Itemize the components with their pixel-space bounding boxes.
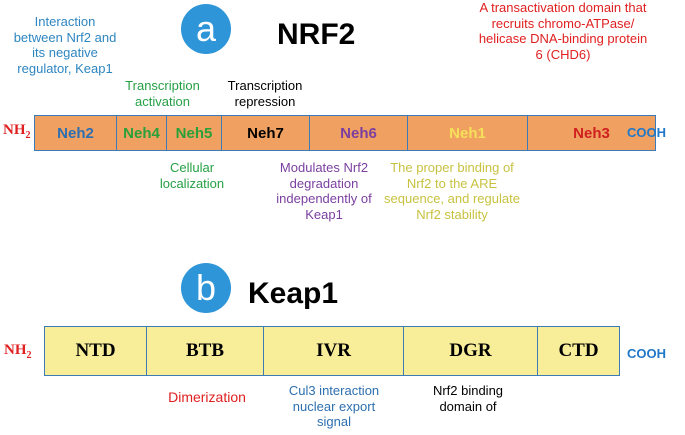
domain-ctd: CTD bbox=[538, 326, 620, 376]
ann-transactivation: A transactivation domain that recruits c… bbox=[478, 0, 648, 62]
ann-cul3: Cul3 interaction nuclear export signal bbox=[288, 383, 380, 429]
panel-b-letter: b bbox=[195, 267, 217, 308]
domain-ntd: NTD bbox=[44, 326, 147, 376]
ann-nrf2-binding: Nrf2 binding domain of bbox=[432, 383, 504, 414]
nrf2-title: NRF2 bbox=[277, 18, 356, 51]
domain-neh7: Neh7 bbox=[222, 115, 310, 151]
domain-btb: BTB bbox=[147, 326, 264, 376]
keap1-nh2-label: NH2 bbox=[4, 342, 32, 361]
domain-neh5: Neh5 bbox=[167, 115, 222, 151]
ann-keap1-interaction: Interaction between Nrf2 and its negativ… bbox=[13, 14, 117, 76]
ann-transcription-repression: Transcription repression bbox=[227, 78, 303, 109]
domain-neh1: Neh1 bbox=[408, 115, 528, 151]
keap1-title: Keap1 bbox=[248, 277, 339, 310]
ann-cellular-localization: Cellular localization bbox=[159, 160, 225, 191]
ann-binding-are: The proper binding of Nrf2 to the ARE se… bbox=[384, 160, 520, 222]
domain-neh4: Neh4 bbox=[117, 115, 167, 151]
nrf2-nh2-label: NH2 bbox=[3, 122, 31, 141]
keap1-bar: NTD BTB IVR DGR CTD bbox=[44, 326, 620, 376]
domain-neh6: Neh6 bbox=[310, 115, 408, 151]
ann-dimerization: Dimerization bbox=[168, 389, 246, 405]
ann-degradation: Modulates Nrf2 degradation independently… bbox=[276, 160, 372, 222]
domain-ivr: IVR bbox=[264, 326, 404, 376]
panel-b-badge: b bbox=[181, 263, 231, 313]
domain-neh3: Neh3 bbox=[528, 115, 656, 151]
panel-a-badge: a bbox=[181, 4, 231, 54]
domain-neh2: Neh2 bbox=[34, 115, 117, 151]
nrf2-cooh-label: COOH bbox=[627, 125, 666, 140]
ann-transcription-activation: Transcription activation bbox=[125, 78, 200, 109]
domain-dgr: DGR bbox=[404, 326, 538, 376]
keap1-cooh-label: COOH bbox=[627, 346, 666, 361]
panel-a-letter: a bbox=[195, 8, 217, 49]
nrf2-bar: Neh2 Neh4 Neh5 Neh7 Neh6 Neh1 Neh3 bbox=[34, 115, 656, 151]
